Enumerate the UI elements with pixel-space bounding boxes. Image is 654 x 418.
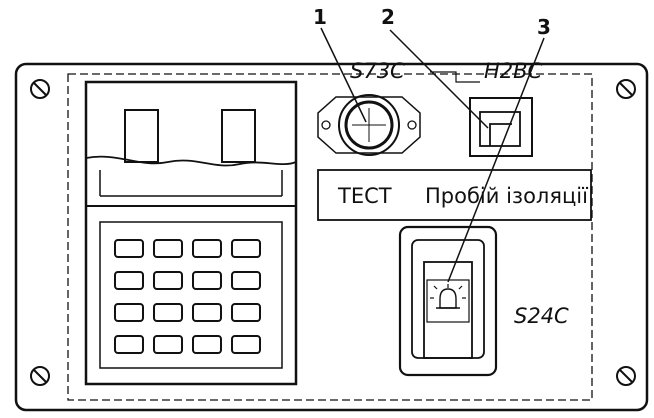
- callout-leader-2: [389, 29, 489, 129]
- keypad-key[interactable]: [231, 335, 261, 354]
- keypad-key[interactable]: [153, 239, 183, 258]
- keypad: [114, 239, 261, 354]
- keypad-key[interactable]: [192, 303, 222, 322]
- designator-s73c: S73C: [350, 59, 405, 83]
- keypad-frame: [99, 221, 283, 369]
- keypad-key[interactable]: [114, 239, 144, 258]
- keypad-key[interactable]: [153, 271, 183, 290]
- printer-keypad-module: [84, 80, 298, 386]
- panel-outline: [14, 62, 649, 412]
- keypad-key[interactable]: [114, 335, 144, 354]
- rocker-switch-s24c[interactable]: [398, 225, 498, 377]
- test-button-s73c[interactable]: [317, 94, 421, 156]
- screw-icon-bottom-left: [30, 366, 50, 386]
- designator-leader-line: [430, 71, 480, 83]
- designator-s24c: S24C: [514, 304, 569, 328]
- screw-icon-bottom-right: [616, 366, 636, 386]
- keypad-key[interactable]: [192, 239, 222, 258]
- screw-icon-top-left: [30, 79, 50, 99]
- keypad-key[interactable]: [231, 271, 261, 290]
- callout-3: 3: [537, 15, 551, 39]
- label-test: ТЕСТ: [337, 184, 392, 208]
- paper-guide-right: [221, 109, 256, 163]
- keypad-key[interactable]: [231, 303, 261, 322]
- label-strip: [317, 169, 592, 221]
- paper-edge: [85, 155, 297, 167]
- keypad-key[interactable]: [231, 239, 261, 258]
- keypad-key[interactable]: [153, 303, 183, 322]
- paper-guide-left: [124, 109, 159, 163]
- callout-leader-1: [320, 27, 367, 123]
- keypad-key[interactable]: [153, 335, 183, 354]
- callout-leader-3: [447, 37, 545, 283]
- callout-2: 2: [381, 5, 395, 29]
- keypad-key[interactable]: [192, 335, 222, 354]
- callout-1: 1: [313, 5, 327, 29]
- alarm-bell-icon: [430, 284, 466, 309]
- keypad-key[interactable]: [192, 271, 222, 290]
- keypad-key[interactable]: [114, 271, 144, 290]
- label-insulation-breakdown: Пробій ізоляції: [425, 184, 588, 208]
- screw-icon-top-right: [616, 79, 636, 99]
- dashed-boundary: [67, 73, 593, 401]
- indicator-lamp-h2bc: [469, 97, 533, 157]
- designator-h2bc: H2BC: [484, 59, 543, 83]
- keypad-key[interactable]: [114, 303, 144, 322]
